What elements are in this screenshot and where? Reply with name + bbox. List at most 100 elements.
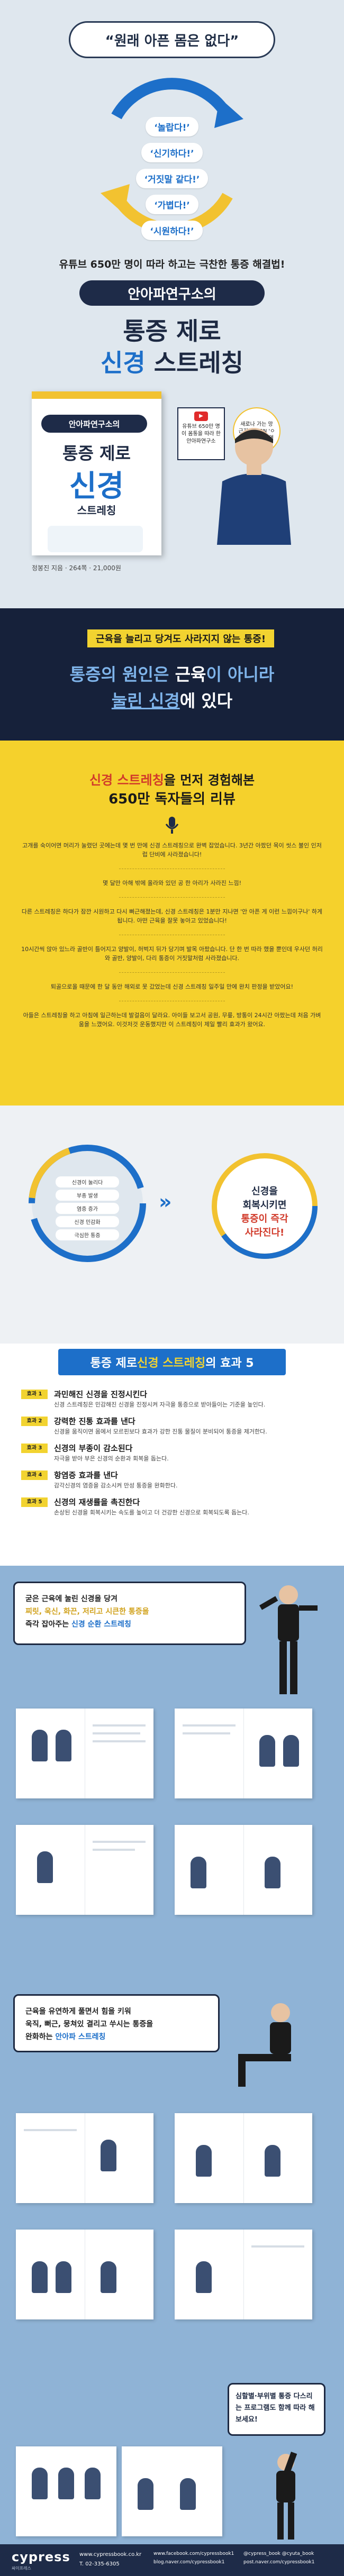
sample-page (175, 2113, 312, 2203)
sample-page (16, 2230, 153, 2319)
problem-chain: 신경이 눌리다 부종 발생 염증 증가 신경 민감화 극심한 통증 (56, 1174, 119, 1243)
callout-line: 굳은 근육에 눌린 신경을 당겨 (25, 1595, 118, 1603)
problem-line2: 눌린 신경에 있다 (0, 688, 344, 712)
callout-line: 즉각 잡아주는 (25, 1620, 72, 1629)
callout-line: 찌릿, 욱신, 화끈, 저리고 시큰한 통증을 (25, 1607, 149, 1616)
effect-desc: 손상된 신경을 회복시키는 속도를 높이고 더 건강한 신경으로 회복되도록 돕… (54, 1509, 249, 1516)
effect-number: 효과 3 (21, 1444, 48, 1453)
effect-desc: 신경 스트레칭은 민감해진 신경을 진정시켜 자극을 통증으로 받아들이는 기준… (54, 1401, 266, 1408)
review-list: 고개를 숙이어면 머리가 눌렸던 곳에는데 몇 번 만에 신경 스트레칭으로 완… (21, 841, 323, 1038)
tagline: 유튜브 650만 명이 따라 하고는 극찬한 통증 해결법! (59, 259, 285, 270)
title-highlight: 신경 (101, 349, 146, 377)
review-divider (119, 897, 225, 898)
exercise-figure (101, 2140, 116, 2171)
page-gutter (243, 1709, 244, 1798)
effect-number: 효과 4 (21, 1470, 48, 1480)
exercise-figure (265, 1857, 280, 1888)
problem-highlight: 근육을 늘리고 당겨도 사라지지 않는 통증! (87, 629, 275, 647)
sample-page (175, 1825, 312, 1915)
sample-page (16, 1825, 153, 1915)
book-brand: 안아파연구소의 (41, 415, 147, 433)
exercise-figure (259, 1735, 275, 1767)
sample-page (175, 2230, 312, 2319)
result-a: 신경을 (251, 1186, 278, 1197)
review-item: 퇴골으로올 때문에 한 달 동안 해외로 못 갔었는데 신경 스트레칭 일주일 … (50, 983, 294, 990)
problem-line2-a: 눌린 신경 (111, 691, 180, 711)
blog-link[interactable]: blog.naver.com/cypressbook1 (153, 2560, 225, 2565)
review-item: 다른 스트레칭은 하다가 잠깐 시원하고 다시 뻐근해졌는데, 신경 스트레칭은… (21, 908, 323, 924)
sample-pages-2: 근육을 유연하게 풀면서 힘을 키워 욱직, 뻐근, 뭉쳐있 결리고 쑤시는 통… (0, 1970, 344, 2372)
instagram-link[interactable]: @cypress_book @cyuta_book (243, 2551, 314, 2556)
model-photo (259, 1585, 318, 1694)
symptom-tag: ‘시원하다!’ (141, 221, 203, 240)
review-item: 몇 달만 아해 밖에 올라와 있던 공 한 아리가 사라진 느낌! (102, 880, 241, 887)
website-link[interactable]: www.cypressbook.co.kr (79, 2552, 142, 2557)
result-c: 통증이 즉각 (241, 1213, 288, 1225)
title-line2: 신경 스트레칭 (0, 344, 344, 379)
page-gutter (243, 1825, 244, 1915)
text-line (183, 1724, 236, 1727)
effect-heading: 과민해진 신경을 진정시킨다 (54, 1390, 148, 1399)
publisher-logo-sub: 싸이프레스 (12, 2566, 31, 2571)
footer-bar: cypress 싸이프레스 www.cypressbook.co.kr T. 0… (0, 2544, 344, 2576)
reviews-title-a: 신경 스트레칭 (89, 773, 164, 788)
problem-line1-b: 근육 (175, 664, 206, 684)
book-cover: 안아파연구소의 통증 제로 신경 스트레칭 (32, 391, 161, 555)
exercise-figure (196, 2261, 212, 2293)
symptom-tag: ‘신기하다!’ (141, 143, 203, 162)
exercise-figure (32, 2468, 48, 2499)
brand-label: 안아파연구소의 (79, 280, 265, 306)
effect-number: 효과 2 (21, 1417, 48, 1426)
publisher-logo[interactable]: cypress (12, 2550, 70, 2564)
text-line (93, 1849, 135, 1851)
social-links-2: @cypress_book @cyuta_book post.naver.com… (243, 2550, 314, 2566)
symptom-list: ‘놀랍다!’ ‘신기하다!’ ‘거짓말 같다!’ ‘가볍다!’ ‘시원하다!’ (106, 114, 238, 243)
text-line (93, 1841, 146, 1843)
post-link[interactable]: post.naver.com/cypressbook1 (243, 2560, 315, 2565)
page-gutter (243, 2230, 244, 2319)
effect-desc: 신경을 움직이면 몸에서 모르핀보다 효과가 강한 진통 물질이 분비되어 통증… (54, 1428, 267, 1435)
result-text: 신경을 회복시키면 통증이 즉각 사라진다! (206, 1185, 323, 1240)
exercise-figure (85, 2468, 101, 2499)
hero-section: “원래 아픈 몸은 없다” ‘놀랍다!’ ‘신기하다!’ ‘거짓말 같다!’ ‘… (0, 0, 344, 608)
sample-page (122, 2446, 222, 2536)
exercise-figure (265, 2145, 280, 2177)
page-gutter (243, 2113, 244, 2203)
sample-page (16, 1709, 153, 1798)
exercise-figure (56, 1730, 71, 1761)
review-item: 고개를 숙이어면 머리가 눌렸던 곳에는데 몇 번 만에 신경 스트레칭으로 완… (22, 842, 322, 858)
problem-step: 신경이 눌리다 (56, 1176, 119, 1187)
exercise-figure (32, 2261, 48, 2293)
exercise-figure (191, 1857, 206, 1888)
problem-step: 신경 민감화 (56, 1216, 119, 1227)
book-title3: 스트레칭 (77, 504, 116, 517)
problem-step: 부종 발생 (56, 1190, 119, 1201)
book-title1: 통증 제로 (62, 443, 131, 463)
review-divider (119, 972, 225, 973)
exercise-figure (37, 1851, 53, 1883)
final-callout: 심할별·부위별 통증 다스리는 프로그램도 함께 따라 해보세요! (228, 2383, 325, 2436)
sample-page (175, 1709, 312, 1798)
exercise-figure (283, 1735, 299, 1767)
problem-line1: 통증의 원인은 근육이 아니라 (0, 661, 344, 686)
reviews-title: 신경 스트레칭을 먼저 경험해본 (0, 770, 344, 788)
text-line (93, 1732, 140, 1734)
microphone-icon (165, 817, 179, 834)
review-item: 10시간씩 앉아 있느라 골반이 틀어지고 양발이, 허벅지 뒤가 당기며 발목… (21, 946, 323, 962)
exercise-figure (58, 2468, 74, 2499)
sample-page (16, 2113, 153, 2203)
problem-line1-a: 통증의 원인은 (69, 664, 175, 684)
title-line1: 통증 제로 (123, 317, 221, 345)
facebook-link[interactable]: www.facebook.com/cypressbook1 (153, 2551, 234, 2556)
headline-quote: “원래 아픈 몸은 없다” (69, 21, 275, 58)
callout-highlight: 안아파 스트레칭 (55, 2033, 106, 2041)
callout-line: 욱직, 뻐근, 뭉쳐있 결리고 쑤시는 통증을 (25, 2020, 153, 2029)
callout-line: 완화하는 (25, 2033, 56, 2041)
result-d: 사라진다! (245, 1227, 285, 1238)
youtube-badge: ▶ 유튜브 650만 명이 몸통을 따라 한 안아파연구소 (177, 407, 225, 460)
effect-heading: 신경의 부종이 감소된다 (54, 1444, 133, 1453)
